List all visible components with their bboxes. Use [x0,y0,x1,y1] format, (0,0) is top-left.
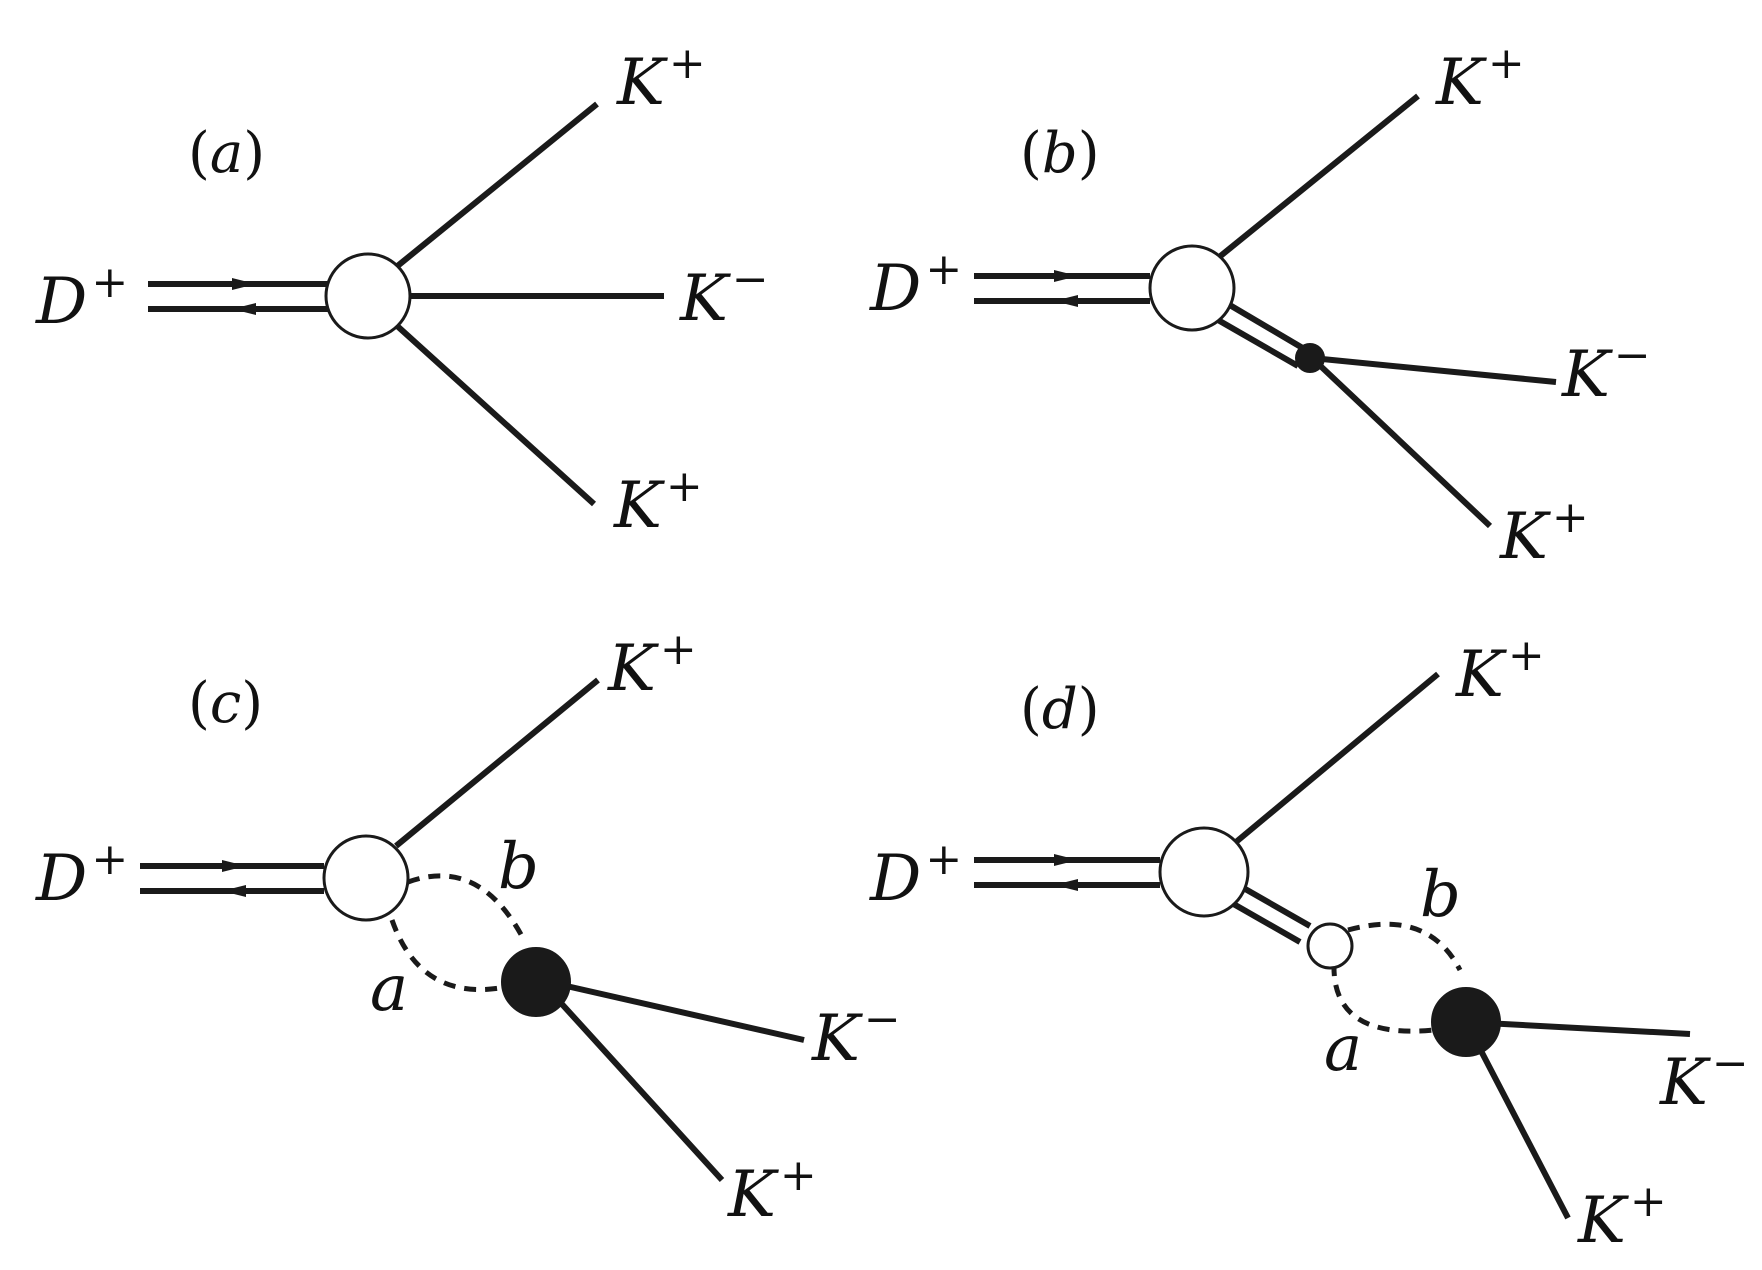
panel-d-initial-label: D+ [869,834,962,916]
panel-c-initial-label: D+ [35,834,128,916]
panel-d-weak-vertex [1158,826,1250,918]
panel-c-meson-loop [389,873,527,993]
loop-lower-propagator [389,919,501,993]
panel-b-meson-line [974,270,1150,307]
panel-a-final-line-1 [393,101,599,271]
panel-b-initial-label: D+ [869,244,962,326]
panel-c-weak-vertex [322,834,410,922]
panel-d-meson-line [974,854,1160,891]
panel-d-loop-label-lower: a [1324,1012,1362,1086]
panel-d-resonance-vertex [1306,922,1354,970]
panel-d-intermediate-line [1228,883,1312,945]
panel-d-loop-label-upper: b [1420,858,1461,932]
panel-b-final-line-1 [1216,93,1420,261]
panel-c-loop-label-lower: a [370,952,408,1026]
panel-b-intermediate-line [1216,301,1308,369]
quark-arrow-icon [222,860,246,872]
antiquark-arrow-icon [222,885,246,897]
panel-b-decay-vertex [1295,343,1325,373]
panel-c-label: (c) [188,671,263,736]
panel-b-final-label-1: K+ [1435,38,1525,120]
loop-upper-propagator [1347,921,1463,972]
panel-d-label: (d) [1020,677,1100,742]
panel-d: (d) D+ K+ K− K+ b a [869,630,1749,1258]
panel-c-final-line-1 [394,677,600,849]
panel-a-final-line-3 [392,321,597,507]
panel-c-final-label-1: K+ [607,624,697,706]
panel-c-final-label-3: K+ [727,1150,817,1232]
panel-d-final-label-1: K+ [1455,630,1545,712]
quark-arrow-icon [232,278,256,290]
panel-d-final-line-3 [1463,1020,1571,1220]
quark-arrow-icon [1054,270,1078,282]
quark-arrow-icon [1054,854,1078,866]
panel-c-loop-label-upper: b [498,830,539,904]
panel-d-final-label-2: K− [1659,1038,1749,1120]
panel-a-meson-line [148,278,328,315]
panel-b-final-label-3: K+ [1499,492,1589,574]
panel-c-final-label-2: K− [811,994,901,1076]
panel-d-final-line-1 [1234,671,1440,845]
loop-upper-propagator [407,873,527,942]
panel-a-final-label-1: K+ [616,38,706,120]
panel-d-meson-loop [1331,921,1463,1034]
panel-a-initial-label: D+ [35,257,128,339]
panel-d-scattering-vertex [1431,987,1501,1057]
antiquark-arrow-icon [1054,879,1078,891]
panel-b-final-line-2 [1311,355,1557,385]
panel-c: (c) D+ K+ K− K+ b a [35,624,901,1232]
panel-a-weak-vertex [324,252,412,340]
panel-d-final-line-2 [1465,1019,1691,1037]
panel-c-meson-line [140,860,324,897]
panel-c-scattering-vertex [501,947,571,1017]
panel-c-final-line-2 [539,977,805,1043]
panel-d-final-label-3: K+ [1577,1176,1667,1258]
panel-b: (b) D+ K+ K− K+ [869,38,1651,574]
panel-b-label: (b) [1020,121,1100,186]
panel-b-weak-vertex [1148,244,1236,332]
panel-a: (a) D+ K+ K− K+ [35,38,769,543]
panel-c-final-line-3 [537,977,725,1183]
panel-b-final-label-2: K− [1561,330,1651,412]
antiquark-arrow-icon [1054,295,1078,307]
panel-a-final-label-3: K+ [613,461,703,543]
panel-a-final-label-2: K− [679,254,769,336]
panel-a-label: (a) [188,121,265,186]
antiquark-arrow-icon [232,303,256,315]
panel-b-final-line-3 [1309,355,1493,529]
